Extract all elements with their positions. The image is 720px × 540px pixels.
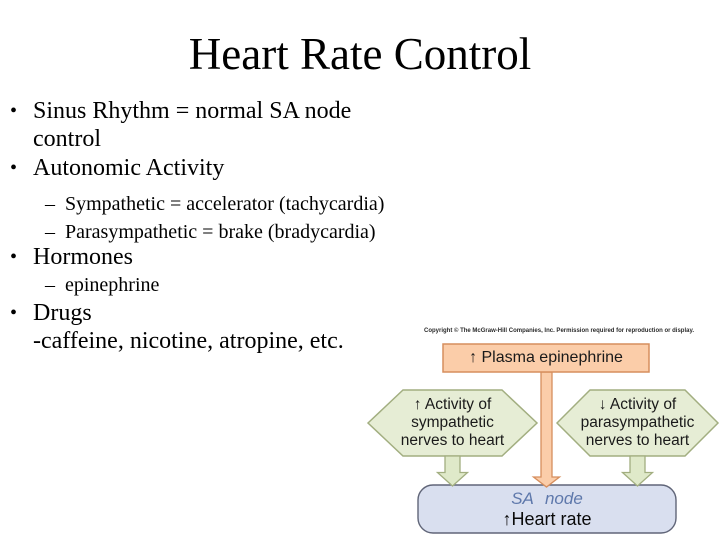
sub-bullet-text: epinephrine xyxy=(65,274,160,296)
bullet-text: Autonomic Activity xyxy=(33,155,225,181)
plasma-epinephrine-box xyxy=(442,343,650,373)
page-title: Heart Rate Control xyxy=(188,29,532,79)
heart-rate-label: ↑Heart rate xyxy=(502,509,592,529)
parasympathetic-activity-label: ↓ Activity of parasympathetic nerves to … xyxy=(580,396,695,449)
bullet-marker: • xyxy=(10,100,18,122)
dash-marker: – xyxy=(45,274,55,296)
bullet-marker: • xyxy=(10,157,18,179)
bullet-item-sinus-rhythm: • Sinus Rhythm = normal SA node control xyxy=(10,97,351,153)
sympathetic-activity-label: ↑ Activity of sympathetic nerves to hear… xyxy=(400,396,505,449)
parasympathetic-down-arrow-icon xyxy=(620,455,655,487)
bullet-marker: • xyxy=(10,302,18,324)
bullet-item-hormones: • Hormones xyxy=(10,243,133,271)
dash-marker: – xyxy=(45,193,55,215)
sa-node-label: SA node xyxy=(511,489,583,508)
bullet-item-drugs: • Drugs -caffeine, nicotine, atropine, e… xyxy=(10,299,344,355)
plasma-epinephrine-label: ↑ Plasma epinephrine xyxy=(469,349,623,366)
sa-node-label-group: SA node ↑Heart rate xyxy=(418,485,676,533)
sub-bullet-epinephrine: – epinephrine xyxy=(45,272,159,298)
bullet-text: Hormones xyxy=(33,244,133,270)
bullet-item-autonomic-activity: • Autonomic Activity xyxy=(10,154,224,182)
sub-bullet-text: Sympathetic = accelerator (tachycardia) xyxy=(65,193,385,215)
sub-bullet-text: Parasympathetic = brake (bradycardia) xyxy=(65,221,376,243)
dash-marker: – xyxy=(45,221,55,243)
bullet-text: Sinus Rhythm = normal SA node control xyxy=(33,98,352,152)
sub-bullet-parasympathetic: – Parasympathetic = brake (bradycardia) xyxy=(45,219,376,245)
heart-rate-flow-diagram: Copyright © The McGraw-Hill Companies, I… xyxy=(360,325,720,540)
bullet-text: Drugs -caffeine, nicotine, atropine, etc… xyxy=(33,300,344,354)
epinephrine-down-arrow-icon xyxy=(531,371,562,488)
sympathetic-hexagon xyxy=(366,389,539,457)
parasympathetic-hexagon xyxy=(555,389,720,457)
bullet-marker: • xyxy=(10,246,18,268)
sympathetic-down-arrow-icon xyxy=(435,455,470,487)
copyright-notice: Copyright © The McGraw-Hill Companies, I… xyxy=(424,328,695,334)
sub-bullet-sympathetic: – Sympathetic = accelerator (tachycardia… xyxy=(45,191,384,217)
diagram-shapes xyxy=(366,343,720,534)
